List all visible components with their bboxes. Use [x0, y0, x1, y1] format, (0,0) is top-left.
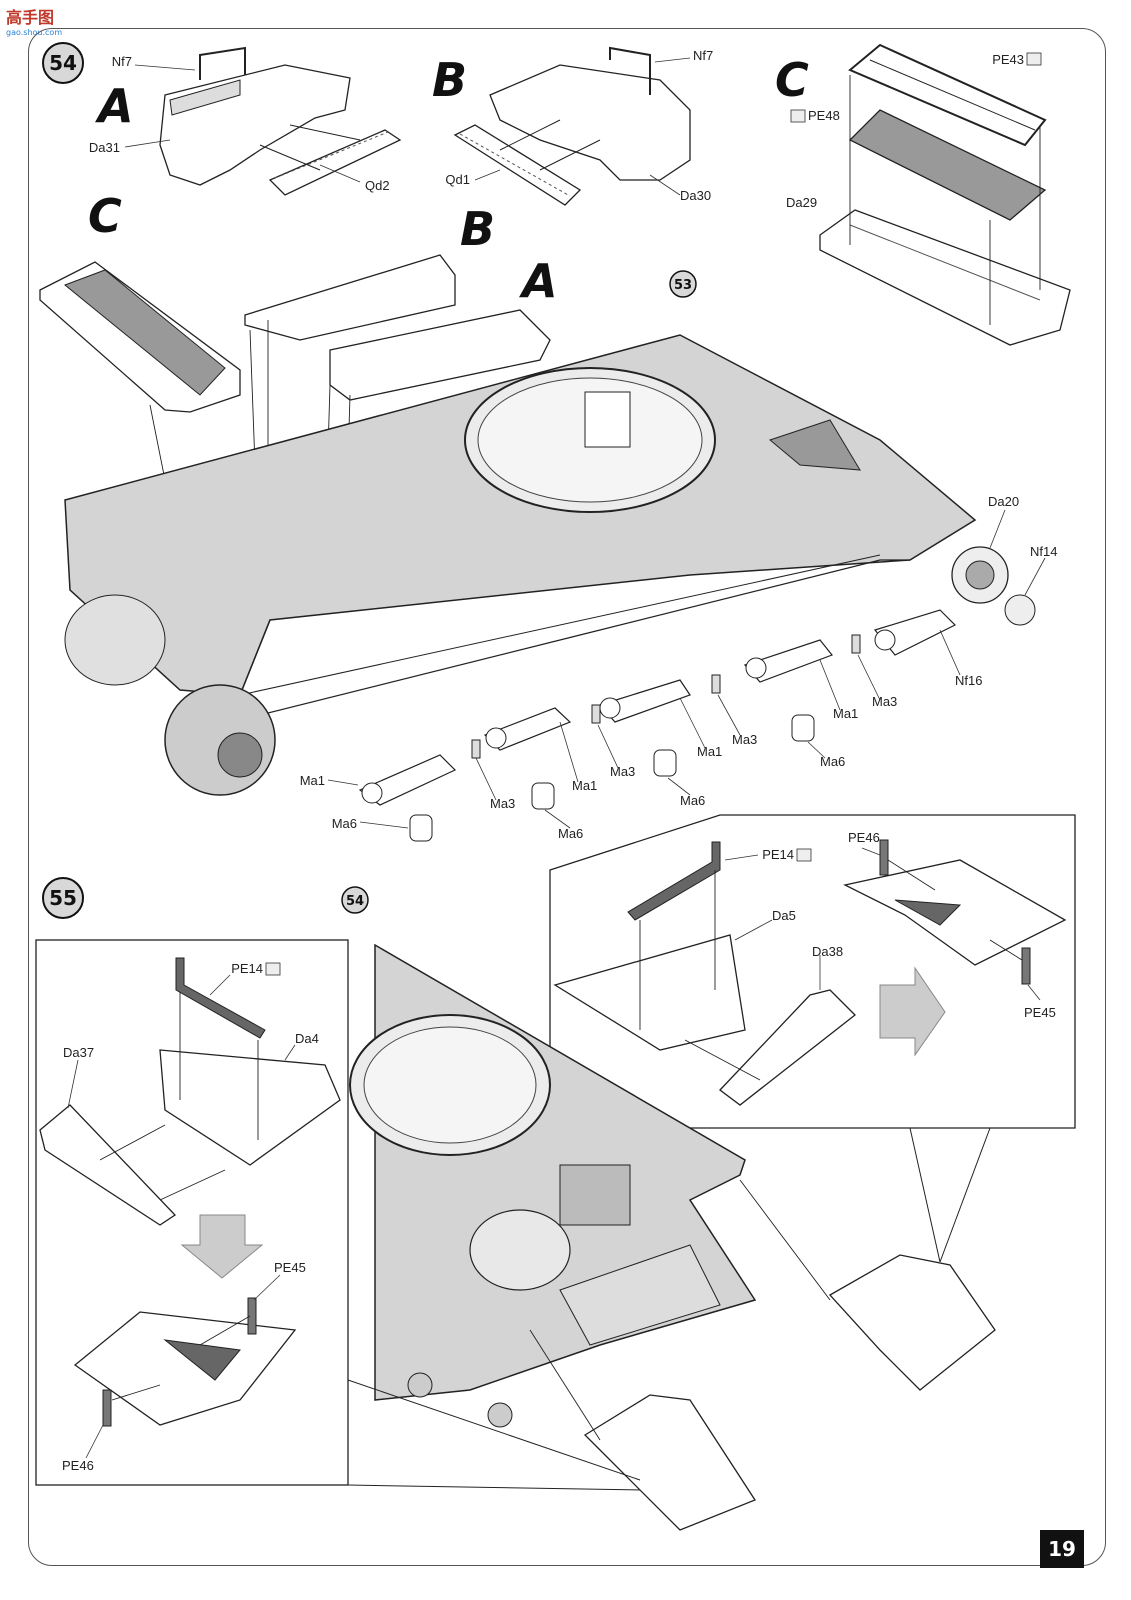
label-ma6-3: Ma6 — [680, 793, 705, 808]
label-ma3-3: Ma3 — [732, 732, 757, 747]
label-ma3-4: Ma3 — [872, 694, 897, 709]
detail-box-left: PE14 Da4 Da37 PE45 PE46 — [35, 939, 349, 1486]
letter-b-main: B — [460, 202, 495, 256]
label-nf16: Nf16 — [955, 673, 982, 688]
label-da38: Da38 — [812, 944, 843, 959]
label-da5: Da5 — [772, 908, 796, 923]
label-ma1-4: Ma1 — [833, 706, 858, 721]
hull-main: C B A 53 — [39, 189, 977, 796]
label-ma1-1: Ma1 — [300, 773, 325, 788]
label-nf7-a: Nf7 — [112, 54, 132, 69]
label-nf7-b: Nf7 — [693, 48, 713, 63]
label-nf14: Nf14 — [1030, 544, 1057, 559]
label-pe46-right: PE46 — [848, 830, 880, 845]
label-da31: Da31 — [89, 140, 120, 155]
label-da20: Da20 — [988, 494, 1019, 509]
label-pe14-left: PE14 — [231, 961, 263, 976]
step-number: 55 — [49, 886, 77, 910]
letter-a-main: A — [519, 254, 558, 308]
suspension-parts: Ma1 Ma6 Ma3 Ma6 Ma1 Ma3 Ma6 Ma1 Ma3 Ma1 … — [300, 494, 1057, 842]
step-number: 54 — [49, 51, 77, 75]
label-ma6-1: Ma6 — [332, 816, 357, 831]
label-pe43: PE43 — [992, 52, 1024, 67]
subassembly-a-top: A Nf7 Da31 Qd2 — [89, 46, 402, 196]
letter-c-main: C — [88, 189, 122, 243]
subassembly-c-top: C PE43 PE48 Da29 — [775, 43, 1071, 346]
label-da30: Da30 — [680, 188, 711, 203]
label-pe46-left: PE46 — [62, 1458, 94, 1473]
label-ma1-2: Ma1 — [572, 778, 597, 793]
label-ma6-4: Ma6 — [820, 754, 845, 769]
label-ma6-2: Ma6 — [558, 826, 583, 841]
label-ma3-1: Ma3 — [490, 796, 515, 811]
label-ma1-3: Ma1 — [697, 744, 722, 759]
step-55-badge: 55 — [42, 877, 84, 919]
letter-b-top: B — [432, 53, 467, 107]
page-frame — [28, 28, 1106, 1566]
label-ma3-2: Ma3 — [610, 764, 635, 779]
label-pe45-right: PE45 — [1024, 1005, 1056, 1020]
label-qd1: Qd1 — [445, 172, 470, 187]
detail-box-right: PE14 Da5 Da38 PE46 PE45 — [549, 814, 1076, 1129]
label-da29: Da29 — [786, 195, 817, 210]
watermark-logo: 高手图 gao.shou.com — [6, 4, 62, 37]
ref-step-54: 54 — [346, 894, 364, 909]
watermark-main: 高手图 — [6, 8, 55, 27]
subassembly-b-top: B Nf7 Qd1 Da30 — [432, 46, 713, 206]
ref-step-53: 53 — [674, 278, 692, 293]
label-pe48: PE48 — [808, 108, 840, 123]
page-number: 19 — [1040, 1530, 1084, 1568]
label-da37: Da37 — [63, 1045, 94, 1060]
label-qd2: Qd2 — [365, 178, 390, 193]
letter-c-top: C — [775, 53, 809, 107]
label-pe14-right: PE14 — [762, 847, 794, 862]
label-pe45-left: PE45 — [274, 1260, 306, 1275]
letter-a-top: A — [95, 79, 134, 133]
watermark-sub: gao.shou.com — [6, 28, 63, 37]
step-54-badge: 54 — [42, 42, 84, 84]
hull-front-55: 54 — [341, 886, 996, 1531]
label-da4: Da4 — [295, 1031, 319, 1046]
